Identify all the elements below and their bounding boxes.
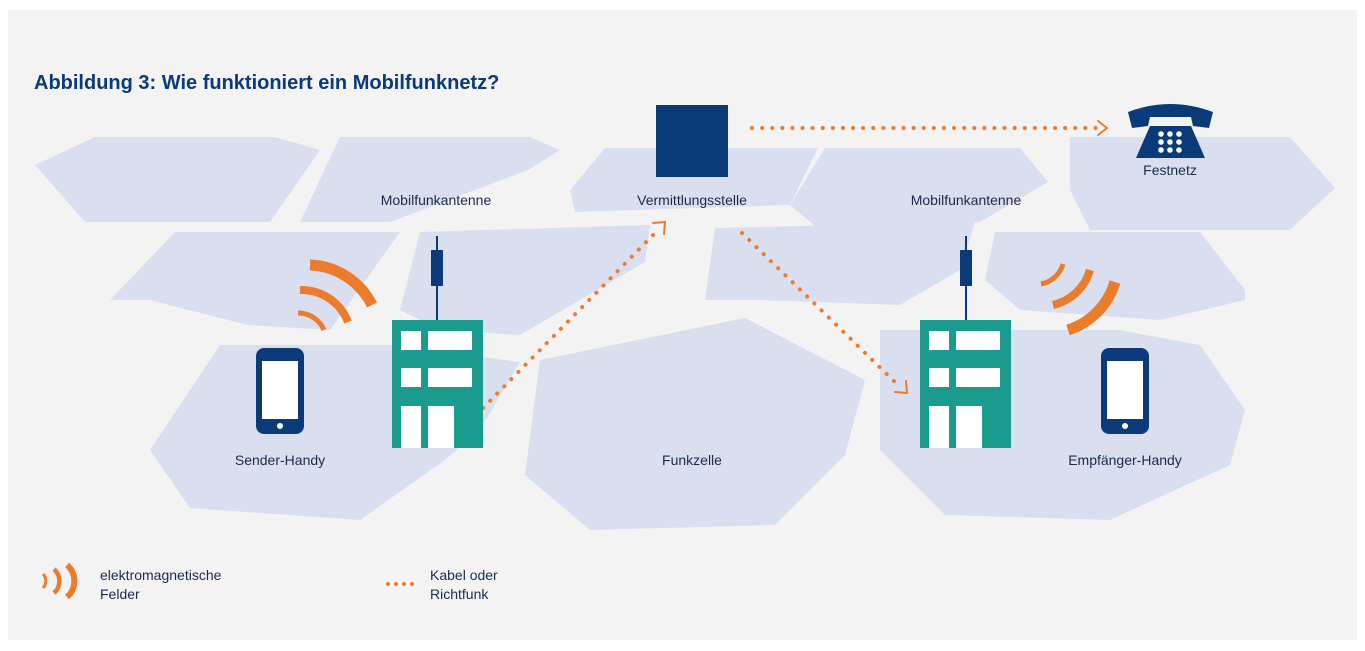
phone-icon xyxy=(1101,348,1149,434)
legend-em-line1: elektromagnetische xyxy=(100,567,222,583)
legend-cable-line1: Kabel oder xyxy=(430,567,498,583)
legend-cable-icon xyxy=(386,582,414,586)
arrow-head-right-building xyxy=(894,380,909,395)
dotted-links xyxy=(481,126,1098,410)
link-left-building-to-exchange xyxy=(481,226,662,410)
cell xyxy=(400,225,650,335)
label-receiver: Empfänger-Handy xyxy=(1068,452,1182,468)
figure-title: Abbildung 3: Wie funktioniert ein Mobilf… xyxy=(34,72,500,94)
label-sender: Sender-Handy xyxy=(234,452,326,468)
label-cell: Funkzelle xyxy=(662,452,722,468)
exchange-box-icon xyxy=(656,105,728,177)
cell xyxy=(790,148,1048,230)
cell xyxy=(35,137,320,222)
antenna-icon xyxy=(431,236,443,320)
label-antenna-left: Mobilfunkantenne xyxy=(380,192,492,208)
cell xyxy=(1070,137,1335,230)
cell xyxy=(110,232,400,330)
telephone-icon xyxy=(1128,104,1213,158)
phone-icon xyxy=(256,348,304,434)
cell xyxy=(525,318,865,530)
label-exchange: Vermittlungsstelle xyxy=(637,192,747,208)
legend-em-line2: Felder xyxy=(100,586,140,602)
arrow-head-exchange xyxy=(652,220,667,235)
building-icon xyxy=(920,320,1011,448)
building-icon xyxy=(392,320,483,448)
arrow-head-landline xyxy=(1097,120,1109,136)
cell xyxy=(705,222,975,305)
legend-cable-text: Kabel oder Richtfunk xyxy=(430,566,498,604)
cell xyxy=(300,137,560,222)
legend-em-text: elektromagnetische Felder xyxy=(100,566,221,604)
antenna-icon xyxy=(960,236,972,320)
cell xyxy=(985,232,1245,320)
em-waves-icon xyxy=(297,259,377,332)
label-landline: Festnetz xyxy=(1143,162,1197,178)
cell xyxy=(570,148,818,212)
em-waves-icon xyxy=(1040,263,1121,336)
legend-cable-line2: Richtfunk xyxy=(430,586,489,602)
arrow-heads xyxy=(652,120,1109,395)
legend-em-icon xyxy=(41,562,78,600)
label-antenna-right: Mobilfunkantenne xyxy=(910,192,1022,208)
link-exchange-to-right-building xyxy=(740,231,902,389)
